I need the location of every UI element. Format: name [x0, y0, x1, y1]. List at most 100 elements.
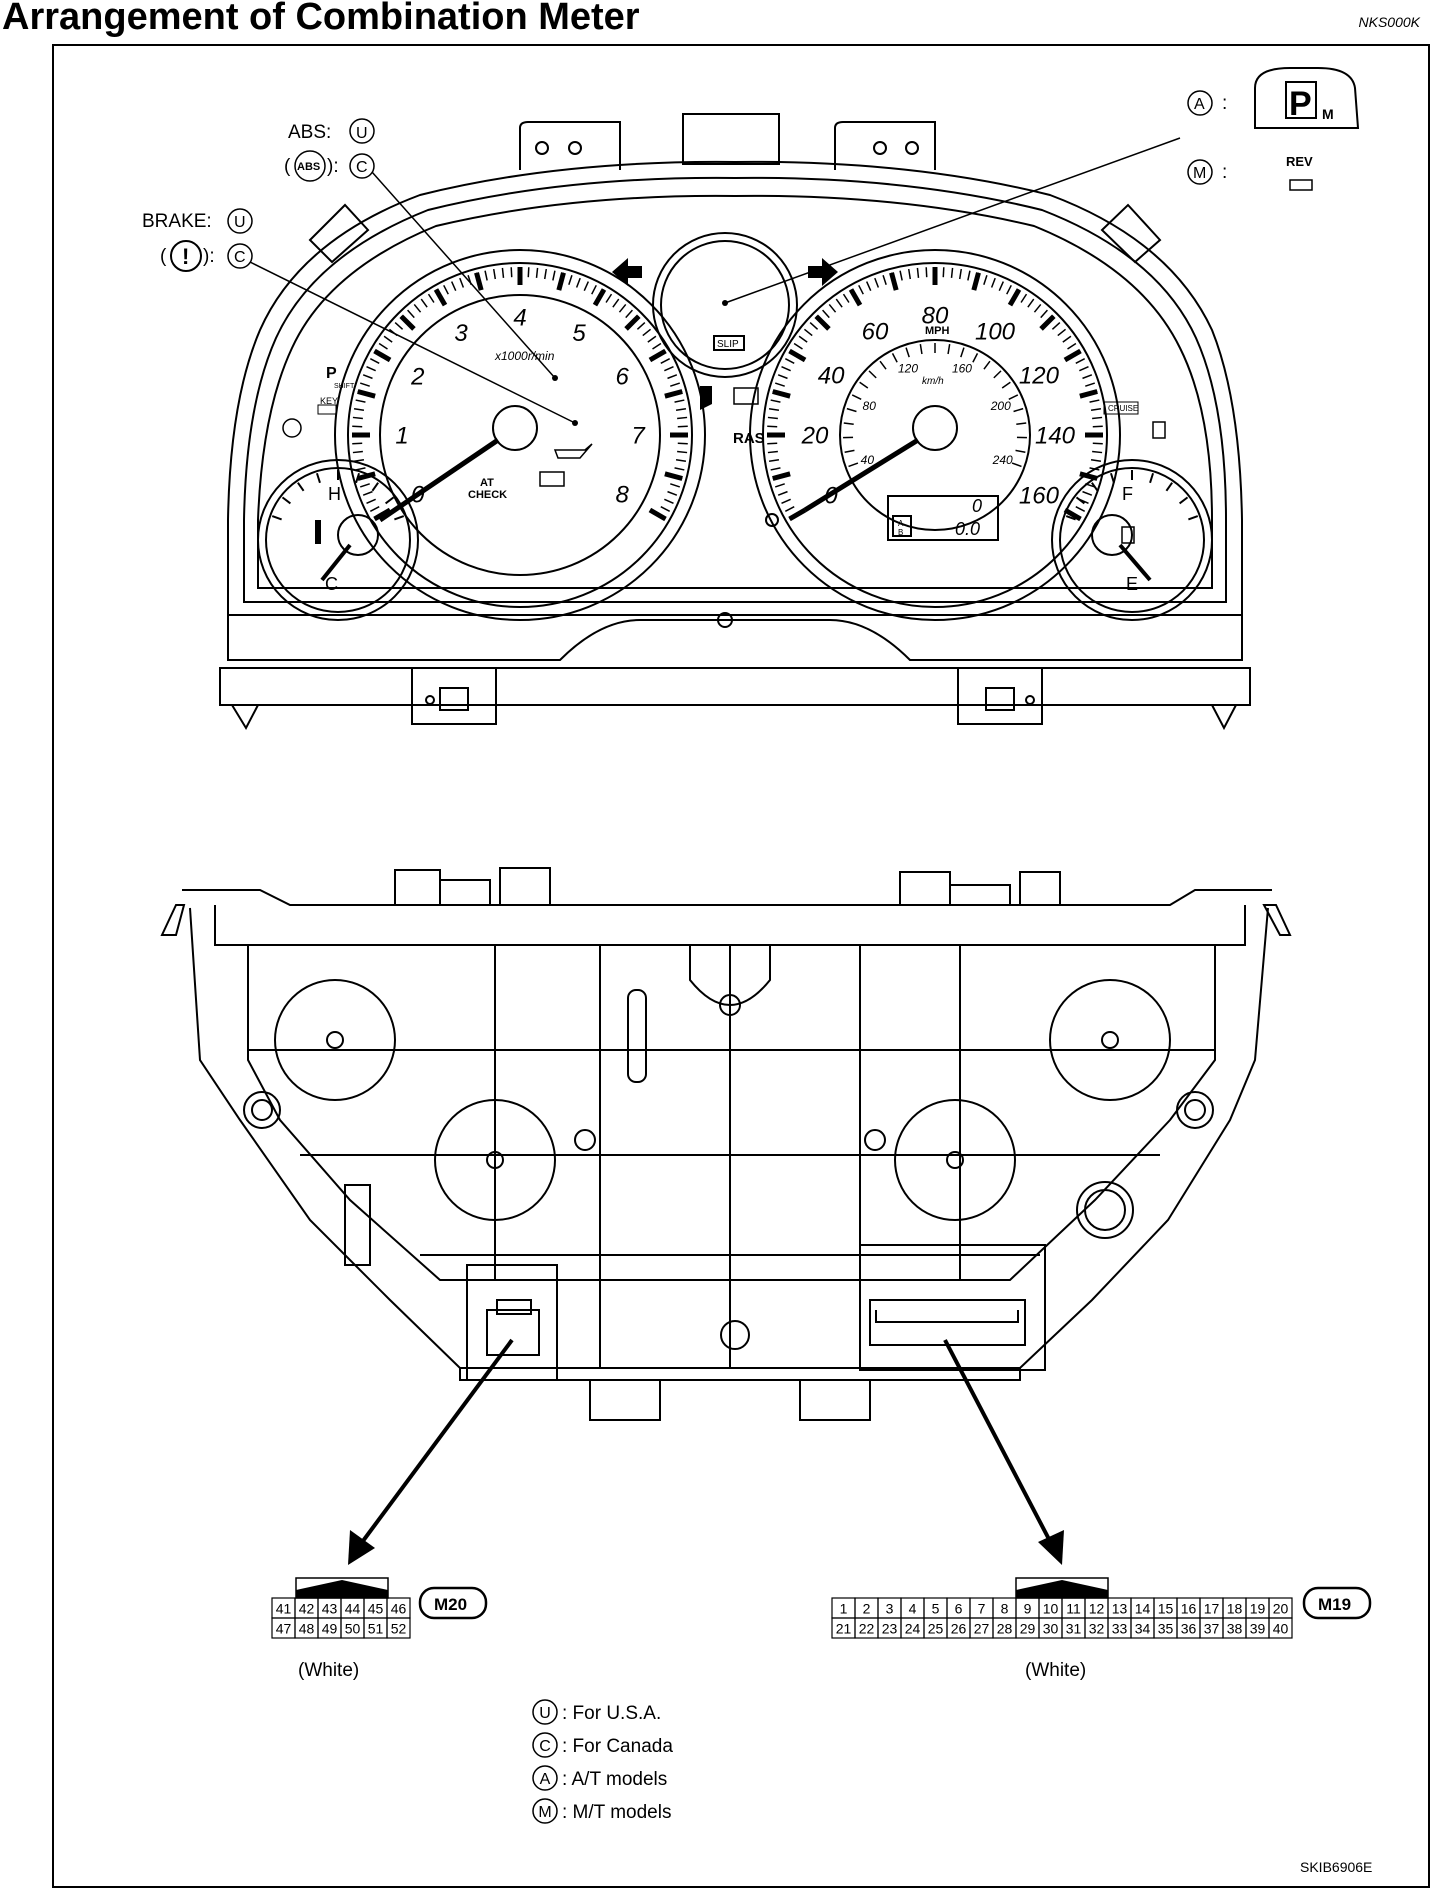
gauge-tick: [1001, 381, 1011, 389]
gauge-tick: [777, 490, 788, 496]
gauge-tick: [647, 335, 657, 343]
m19-pin: 7: [978, 1601, 986, 1617]
gauge-tick: [784, 506, 795, 512]
gauge-tick: [631, 315, 640, 324]
gauge-tick: [450, 281, 457, 291]
m19-pin: 26: [951, 1621, 967, 1637]
m19-pin: 4: [909, 1601, 917, 1617]
m19-pin: 27: [974, 1621, 990, 1637]
gauge-tick: [591, 284, 597, 295]
key-lamp-icon: [317, 404, 337, 415]
legend-symbol: M: [538, 1804, 551, 1821]
gauge-tick: [768, 458, 780, 463]
mph-number: 120: [1019, 362, 1060, 389]
m19-pin: 33: [1112, 1621, 1128, 1637]
gauge-tick: [1075, 506, 1086, 512]
figure-frame: [52, 44, 1430, 1888]
gauge-tick: [1057, 328, 1067, 337]
m19-pin: 21: [836, 1621, 852, 1637]
meter-rear-view: [160, 867, 1292, 1421]
gauge-tick: [1089, 467, 1100, 471]
gauge-tick: [1075, 496, 1086, 505]
tach-number: 5: [572, 320, 586, 347]
gauge-tick: [772, 390, 783, 395]
gauge-tick: [1051, 322, 1061, 330]
m19-pin: 19: [1250, 1601, 1266, 1617]
brake-label: BRAKE:: [142, 211, 212, 232]
gauge-tick: [972, 353, 979, 363]
m19-pin: 28: [997, 1621, 1013, 1637]
gauge-tick: [359, 483, 370, 488]
mph-number: 60: [862, 318, 889, 345]
gauge-tick: [809, 322, 819, 330]
odometer-value: 0: [972, 496, 982, 516]
gauge-tick: [770, 399, 781, 403]
rev-lamp: [1289, 179, 1313, 191]
gauge-tick: [1092, 425, 1103, 428]
gauge-tick: [874, 277, 880, 288]
gauge-tick: [1188, 515, 1199, 521]
gauge-tick: [774, 483, 785, 488]
gauge-tick: [369, 506, 380, 512]
gauge-tick: [427, 293, 435, 303]
legend-symbol: U: [539, 1705, 551, 1722]
gauge-tick: [916, 267, 920, 278]
gauge-tick: [1082, 374, 1093, 380]
legend-text: : For Canada: [562, 1736, 673, 1757]
gauge-tick: [882, 274, 887, 285]
gauge-ticks: [271, 267, 1199, 522]
gauge-tick: [1092, 416, 1103, 420]
gauge-tick: [781, 498, 791, 505]
callout-abs-brake: ABS: U ( ABS ): C BRAKE: U ( ! ): C: [142, 118, 578, 426]
gauge-tick: [1016, 422, 1027, 426]
gauge-tick: [844, 449, 855, 454]
gauge-tick: [770, 467, 781, 471]
abs-u-symbol: U: [356, 125, 368, 142]
gauge-tick: [777, 374, 788, 380]
m20-color: (White): [298, 1660, 359, 1681]
gauge-tick: [1046, 315, 1055, 324]
gauge-tick: [371, 482, 379, 492]
abs-c-symbol: C: [356, 159, 368, 176]
m20-key: [296, 1580, 388, 1598]
tach-number: 6: [616, 363, 630, 390]
gauge-tick: [660, 358, 671, 364]
tach-number: 4: [513, 304, 526, 331]
tach-number: 1: [395, 422, 408, 449]
mph-number: 20: [801, 422, 829, 449]
temp-icon: [315, 520, 321, 544]
page-title: Arrangement of Combination Meter: [2, 0, 640, 38]
gauge-tick: [384, 496, 395, 505]
connector-arrows: [348, 1338, 1064, 1565]
gauge-tick: [1040, 309, 1048, 319]
m19-pin: 12: [1089, 1601, 1105, 1617]
gauge-tick: [560, 272, 565, 283]
gauge-tick: [768, 407, 780, 412]
callout-shift-indicator: A : P M M : REV: [722, 67, 1360, 306]
gauge-tick: [919, 344, 923, 355]
tach-number: 7: [631, 422, 646, 449]
m20-pin: 52: [391, 1621, 407, 1637]
gauge-tick: [636, 322, 646, 330]
m19-pin: 39: [1250, 1621, 1266, 1637]
kmh-label: km/h: [922, 376, 944, 387]
gauge-tick: [568, 274, 573, 285]
gauge-tick: [767, 416, 778, 420]
mph-number: 0: [824, 482, 838, 509]
gauge-tick: [1165, 482, 1173, 492]
gauge-tick: [677, 442, 688, 445]
gauge-tick: [355, 467, 366, 471]
m-indicator: M: [1322, 106, 1334, 122]
gauge-tick: [357, 475, 368, 480]
mph-number: 140: [1035, 422, 1076, 449]
gauge-tick: [475, 272, 480, 283]
gauge-tick: [1090, 458, 1102, 463]
gauge-tick: [789, 350, 799, 357]
m19-pin: 38: [1227, 1621, 1243, 1637]
gauge-tick: [1087, 390, 1098, 395]
m20-pin: 51: [368, 1621, 384, 1637]
